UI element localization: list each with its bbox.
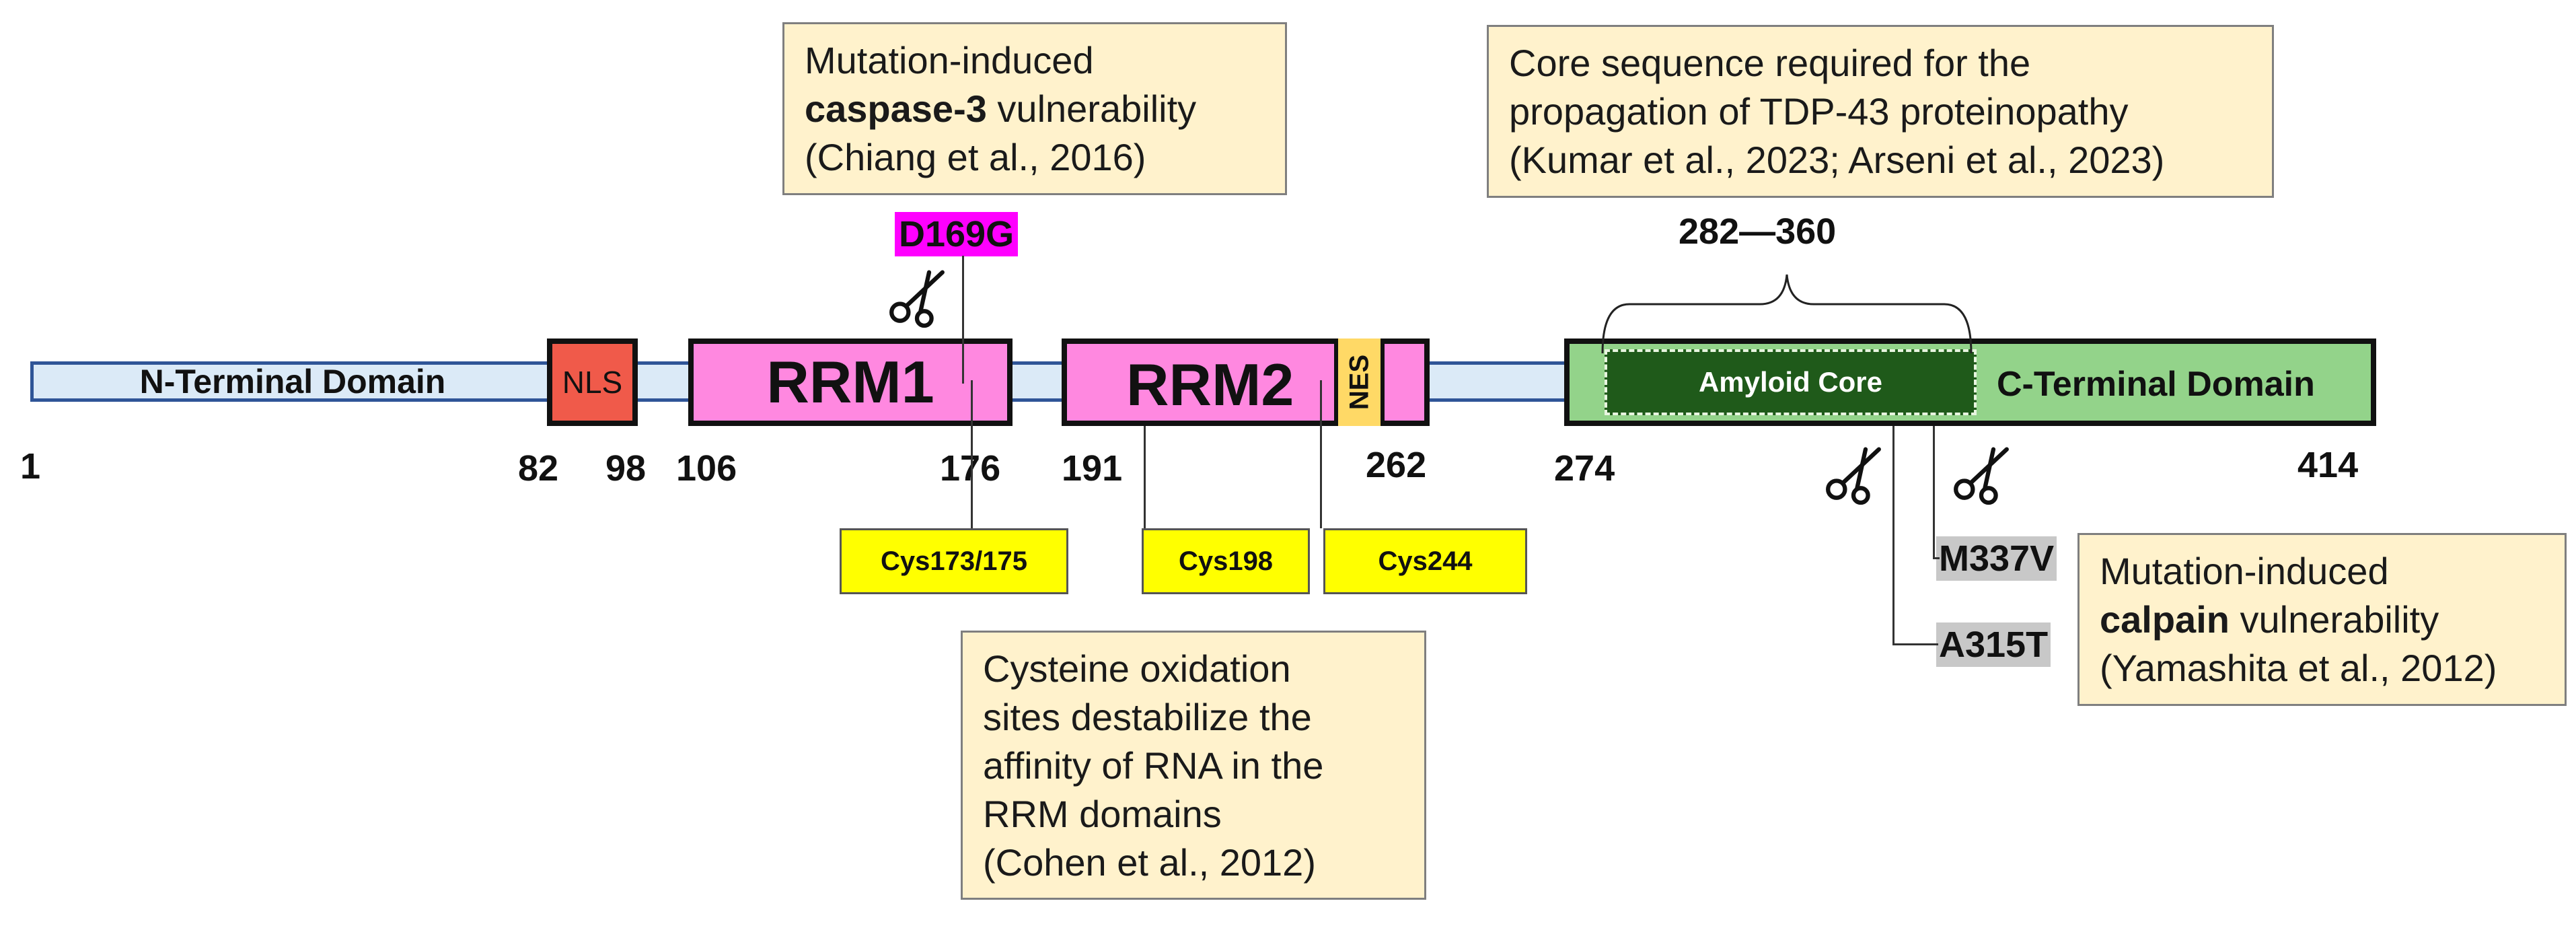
position-106: 106 [676,448,737,489]
rrm2-domain: RRM2 NES [1062,339,1430,426]
nes-region: NES [1334,339,1385,426]
core-note-line2: propagation of TDP-43 proteinopathy [1509,90,2129,133]
cysteine-oxidation-note: Cysteine oxidation sites destabilize the… [961,631,1426,900]
core-range-label: 282—360 [1679,211,1837,252]
cysteine-note-line3: affinity of RNA in the [983,744,1324,787]
position-262: 262 [1366,445,1427,485]
nes-label: NES [1344,354,1374,411]
rrm1-domain: RRM1 [688,339,1013,426]
c-terminal-label: C-Terminal Domain [1997,365,2315,404]
cys-244-box: Cys244 [1323,528,1527,594]
core-sequence-note: Core sequence required for the propagati… [1487,25,2274,198]
cys-198-connector [1144,426,1146,528]
caspase-note-line3: (Chiang et al., 2016) [805,136,1146,178]
n-terminal-domain-label: N-Terminal Domain [139,363,446,400]
mutation-m337v: M337V [1936,536,2057,581]
mutation-a315t: A315T [1936,622,2051,667]
nls-label: NLS [562,365,623,400]
cys-173-175-label: Cys173/175 [881,546,1027,576]
calpain-note-line3: (Yamashita et al., 2012) [2100,647,2497,689]
position-274: 274 [1554,448,1615,489]
scissors-icon [889,270,945,328]
caspase-vulnerability-note: Mutation-induced caspase-3 vulnerability… [782,22,1287,195]
nls-domain: NLS [547,339,638,426]
position-176: 176 [940,448,1000,489]
amyloid-core-label: Amyloid Core [1698,366,1883,398]
rrm1-label: RRM1 [766,349,934,415]
cysteine-note-line4: RRM domains [983,793,1222,835]
cysteine-note-line1: Cysteine oxidation [983,647,1291,690]
core-range-brace [1601,274,1973,354]
cys-198-box: Cys198 [1142,528,1310,594]
scissors-icon [1826,447,1881,505]
a315t-connector-h [1892,643,1938,645]
cys-198-label: Cys198 [1178,546,1274,576]
cysteine-note-line2: sites destabilize the [983,696,1312,738]
rrm2-label: RRM2 [1126,351,1294,418]
cysteine-note-line5: (Cohen et al., 2012) [983,841,1316,884]
cys-173-connector [971,380,973,528]
cys-244-connector [1320,380,1322,528]
position-1: 1 [20,446,41,487]
cys-173-175-box: Cys173/175 [840,528,1068,594]
position-191: 191 [1062,448,1123,489]
m337v-connector-h [1933,557,1940,559]
calpain-note-line1: Mutation-induced [2100,550,2389,592]
cys-244-label: Cys244 [1378,546,1473,576]
core-note-line1: Core sequence required for the [1509,42,2031,84]
core-note-line3: (Kumar et al., 2023; Arseni et al., 2023… [1509,139,2165,181]
scissors-icon [1954,447,2009,505]
d169g-connector [962,256,964,384]
a315t-connector-v [1892,426,1894,645]
position-98: 98 [605,448,647,489]
position-414: 414 [2297,445,2359,485]
calpain-note-line2: calpain vulnerability [2100,598,2439,641]
mutation-d169g: D169G [895,212,1019,256]
calpain-vulnerability-note: Mutation-induced calpain vulnerability (… [2077,533,2567,706]
caspase-note-line1: Mutation-induced [805,39,1094,81]
amyloid-core: Amyloid Core [1605,349,1977,415]
position-82: 82 [518,448,559,489]
m337v-connector-v [1933,426,1935,559]
caspase-note-line2: caspase-3 vulnerability [805,87,1197,130]
